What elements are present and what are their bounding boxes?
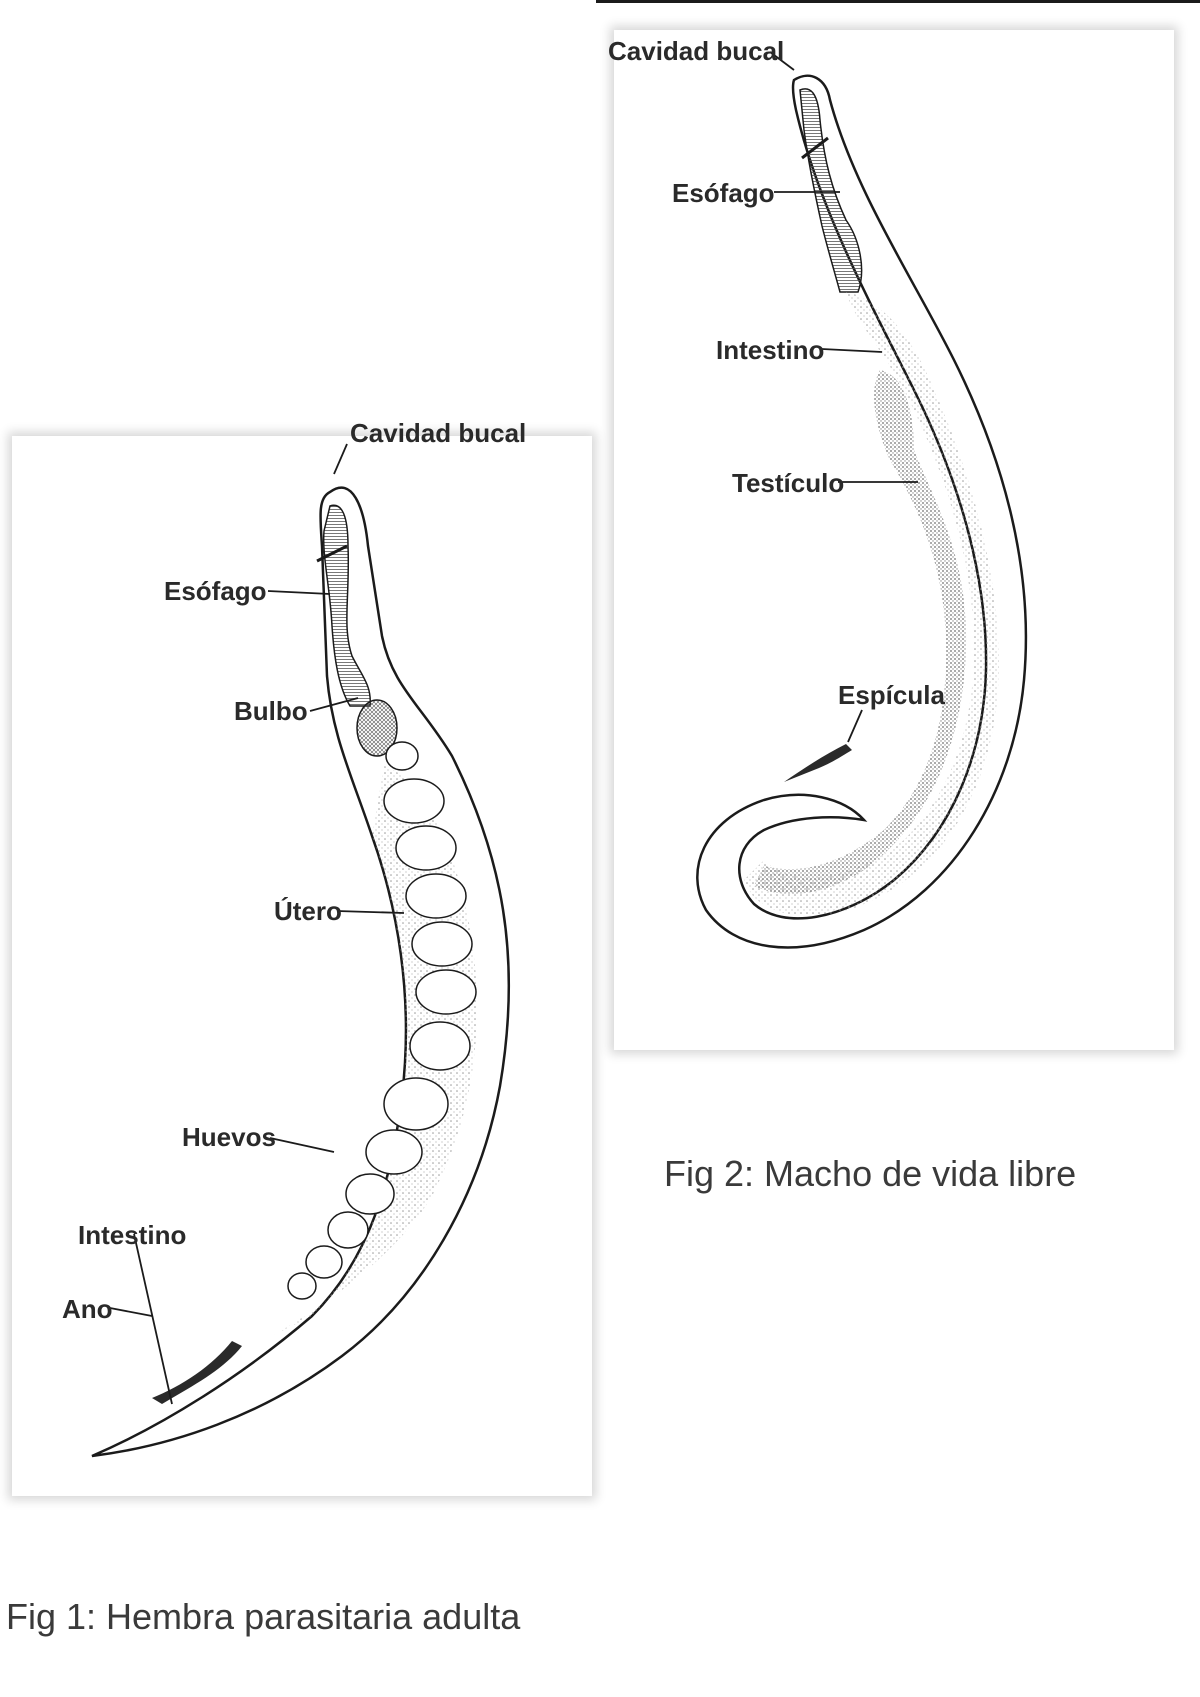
female-label-esofago: Esófago: [164, 578, 267, 604]
figure-2-caption: Fig 2: Macho de vida libre: [664, 1156, 1076, 1192]
female-label-intestino: Intestino: [78, 1222, 186, 1248]
female-label-huevos: Huevos: [182, 1124, 276, 1150]
male-spicule: [784, 744, 852, 782]
figure-2-panel: Cavidad bucal Esófago Intestino Testícul…: [614, 30, 1174, 1050]
female-label-utero: Útero: [274, 898, 342, 924]
male-label-intestino: Intestino: [716, 337, 824, 363]
female-label-cavidad-bucal: Cavidad bucal: [350, 420, 526, 446]
figure-1-panel: Cavidad bucal Esófago Bulbo Útero Huevos…: [12, 436, 592, 1496]
male-label-testiculo: Testículo: [732, 470, 844, 496]
top-rule: [596, 0, 1200, 3]
figure-1-caption: Fig 1: Hembra parasitaria adulta: [6, 1599, 520, 1635]
female-label-bulbo: Bulbo: [234, 698, 308, 724]
female-worm-illustration: [12, 436, 592, 1496]
female-label-ano: Ano: [62, 1296, 113, 1322]
male-label-esofago: Esófago: [672, 180, 775, 206]
male-label-cavidad-bucal: Cavidad bucal: [608, 38, 784, 64]
male-label-espicula: Espícula: [838, 682, 945, 708]
